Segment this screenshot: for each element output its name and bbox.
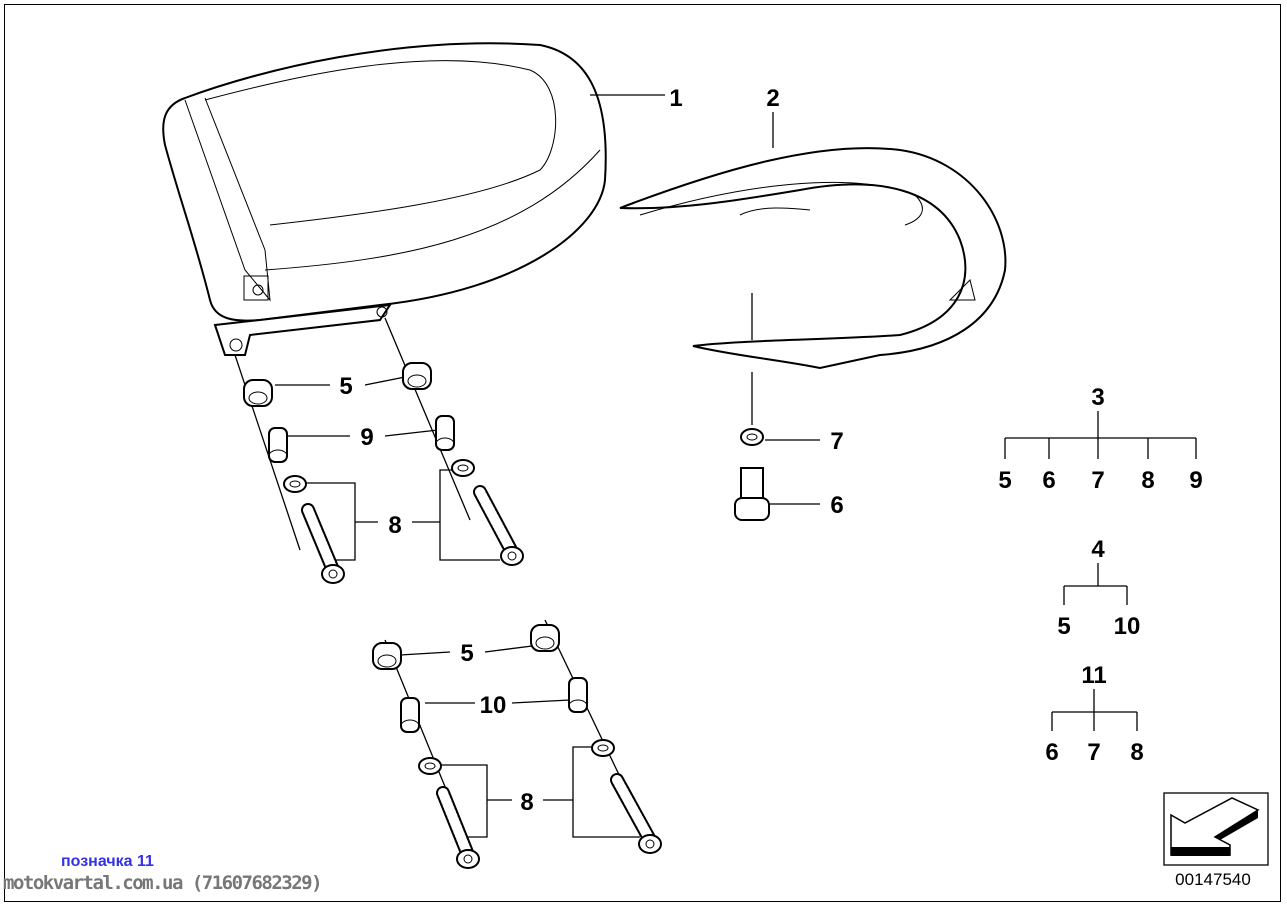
washer-part <box>283 475 307 493</box>
screw-part <box>436 786 480 869</box>
grommet-part <box>243 379 273 407</box>
screw-part <box>473 485 524 566</box>
callout-6: 6 <box>830 492 843 519</box>
tree-child-label: 6 <box>1045 739 1058 766</box>
diagram-number: 00147540 <box>1175 870 1251 889</box>
tree-child-label: 5 <box>1057 613 1070 640</box>
tree-child-label: 9 <box>1189 467 1202 494</box>
site-watermark: motokvartal.com.ua (71607682329) <box>3 872 323 894</box>
tree-child-label: 6 <box>1042 467 1055 494</box>
tree-parent-label: 11 <box>1081 662 1106 689</box>
callout-10: 10 <box>480 692 507 719</box>
assembly-trees: 3 5 6 7 8 9 4 5 10 11 6 7 8 <box>998 384 1202 766</box>
washer-part <box>591 739 615 757</box>
grommet-part <box>372 642 402 670</box>
assembly-tree-3: 3 5 6 7 8 9 <box>998 384 1202 494</box>
washer-part <box>418 757 442 775</box>
hardware-parts <box>243 362 770 869</box>
sleeve-part <box>568 677 588 713</box>
callout-7: 7 <box>830 428 843 455</box>
callout-8-lower: 8 <box>520 789 533 816</box>
bolt-part-6 <box>734 467 770 521</box>
tree-child-label: 7 <box>1087 739 1100 766</box>
washer-part <box>451 459 475 477</box>
tree-child-label: 7 <box>1091 467 1104 494</box>
assembly-tree-4: 4 5 10 <box>1057 536 1140 640</box>
callout-2: 2 <box>766 85 779 112</box>
sleeve-part <box>400 697 420 733</box>
tree-child-label: 8 <box>1141 467 1154 494</box>
assembly-tree-11: 11 6 7 8 <box>1045 662 1143 766</box>
tree-parent-label: 3 <box>1091 384 1104 411</box>
washer-part <box>740 428 764 446</box>
note-label: позначка 11 <box>61 853 154 870</box>
tree-child-label: 5 <box>998 467 1011 494</box>
screw-part <box>610 773 662 854</box>
tree-child-label: 10 <box>1114 613 1141 640</box>
callout-5-lower: 5 <box>460 640 473 667</box>
tree-parent-label: 4 <box>1091 536 1105 563</box>
screw-part <box>301 503 345 584</box>
grommet-part <box>530 624 560 652</box>
callout-9: 9 <box>360 424 373 451</box>
sleeve-part <box>268 427 288 463</box>
grommet-part <box>402 362 432 390</box>
callout-5: 5 <box>339 373 352 400</box>
callout-1: 1 <box>669 85 682 112</box>
orientation-arrow-icon <box>1163 792 1269 866</box>
callout-8: 8 <box>388 512 401 539</box>
seat-part <box>162 42 607 356</box>
diagram-frame <box>4 4 1281 902</box>
cover-part <box>619 147 1007 370</box>
sleeve-part <box>435 415 455 451</box>
tree-child-label: 8 <box>1130 739 1143 766</box>
